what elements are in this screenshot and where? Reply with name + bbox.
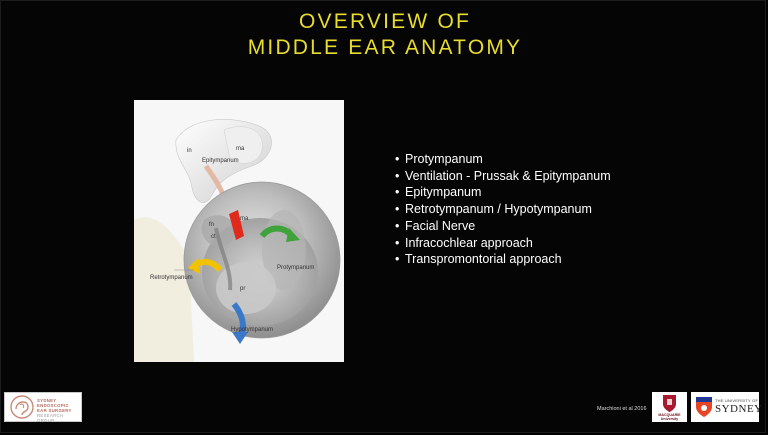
bullet-text: Ventilation - Prussak & Epitympanum: [405, 168, 611, 183]
bullet-item: • Retrotympanum / Hypotympanum: [395, 201, 611, 218]
bullet-item: • Facial Nerve: [395, 218, 611, 235]
bullet-item: • Infracochlear approach: [395, 235, 611, 252]
bullet-text: Transpromontorial approach: [405, 252, 562, 267]
label-hypotympanum: Hypotympanum: [231, 327, 274, 333]
bullet-marker: •: [395, 202, 400, 217]
logo-line: EAR SURGERY: [37, 408, 72, 413]
logo-line: SYDNEY: [37, 398, 57, 403]
logo-line: RESEARCH GROUP: [37, 413, 64, 423]
macquarie-university-logo: MACQUARIE University: [652, 392, 687, 422]
middle-ear-drawing: [134, 100, 344, 362]
bullet-marker: •: [395, 185, 400, 200]
university-of-sydney-logo: THE UNIVERSITY OF SYDNEY: [691, 392, 762, 422]
ear-group-logo-text: SYDNEY ENDOSCOPIC EAR SURGERY RESEARCH G…: [37, 398, 81, 423]
bullet-list: • Protympanum • Ventilation - Prussak & Ep…: [395, 151, 611, 268]
bullet-item: • Protympanum: [395, 151, 611, 168]
logo-line: ENDOSCOPIC: [37, 403, 69, 408]
bullet-text: Infracochlear approach: [405, 235, 533, 250]
sydney-small-label: THE UNIVERSITY OF: [715, 398, 759, 403]
sydney-big-label: SYDNEY: [715, 403, 763, 415]
slide-title-line-2: MIDDLE EAR ANATOMY: [247, 36, 523, 59]
macquarie-crest-icon: [663, 395, 676, 412]
label-epitympanum: Epitympanum: [202, 158, 239, 164]
label-fn: fn: [209, 222, 215, 228]
bullet-marker: •: [395, 218, 400, 233]
sydney-endoscopic-ear-surgery-logo: SYDNEY ENDOSCOPIC EAR SURGERY RESEARCH G…: [4, 392, 82, 423]
bullet-marker: •: [395, 168, 400, 183]
bullet-text: Facial Nerve: [405, 218, 476, 233]
bullet-item: • Ventilation - Prussak & Epitympanum: [395, 168, 611, 185]
bullet-item: • Transpromontorial approach: [395, 251, 611, 268]
label-ma-inner: ma: [240, 216, 249, 222]
label-retrotympanum: Retrotympanum: [150, 275, 193, 281]
middle-ear-illustration: in ma Epitympanum ma fn ct Protympanum R…: [134, 100, 344, 362]
bullet-marker: •: [395, 235, 400, 250]
slide-title-line-1: OVERVIEW OF: [299, 10, 471, 33]
bullet-item: • Epitympanum: [395, 184, 611, 201]
label-ct: ct: [211, 234, 216, 240]
ear-emblem-icon: [10, 395, 34, 419]
label-in: in: [187, 148, 192, 154]
bullet-marker: •: [395, 152, 400, 166]
bullet-text: Epitympanum: [405, 185, 482, 200]
macquarie-label: MACQUARIE University: [658, 413, 681, 421]
bullet-text: Retrotympanum / Hypotympanum: [405, 202, 592, 217]
bullet-text: Protympanum: [405, 152, 483, 166]
citation-text: Marchioni et al 2016: [597, 406, 647, 412]
label-pr: pr: [240, 286, 246, 292]
label-ma-top: ma: [236, 146, 245, 152]
label-protympanum: Protympanum: [277, 265, 315, 271]
sydney-crest-icon: [696, 397, 712, 417]
bullet-marker: •: [395, 252, 400, 267]
